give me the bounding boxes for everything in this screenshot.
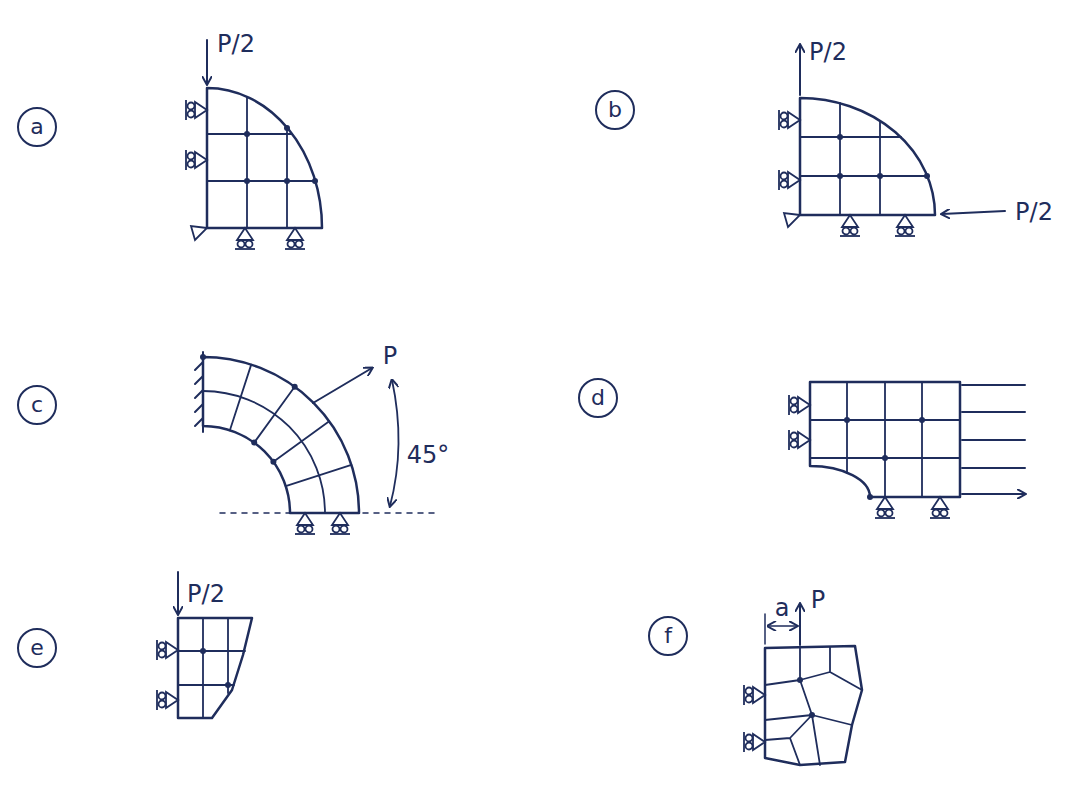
panel-letter: e — [30, 637, 44, 659]
load-label: P/2 — [1015, 200, 1053, 224]
panel-letter: d — [591, 387, 605, 409]
panel-letter-circle: f — [648, 616, 688, 656]
load-label: 45° — [407, 443, 450, 467]
panel-letter: c — [31, 394, 43, 416]
load-label: P/2 — [809, 40, 847, 64]
panel-letter: f — [664, 625, 672, 647]
panel-letter-circle: c — [17, 385, 57, 425]
load-label: P — [383, 344, 397, 368]
panel-letter-circle: b — [595, 90, 635, 130]
panel-letter-circle: e — [17, 628, 57, 668]
panel-letter-circle: a — [17, 107, 57, 147]
load-label: P/2 — [217, 32, 255, 56]
load-label: a — [775, 596, 790, 620]
load-label: P/2 — [187, 582, 225, 606]
panel-letter: a — [30, 116, 43, 138]
panel-letter-circle: d — [578, 378, 618, 418]
load-label: P — [811, 588, 825, 612]
panel-letter: b — [608, 99, 622, 121]
